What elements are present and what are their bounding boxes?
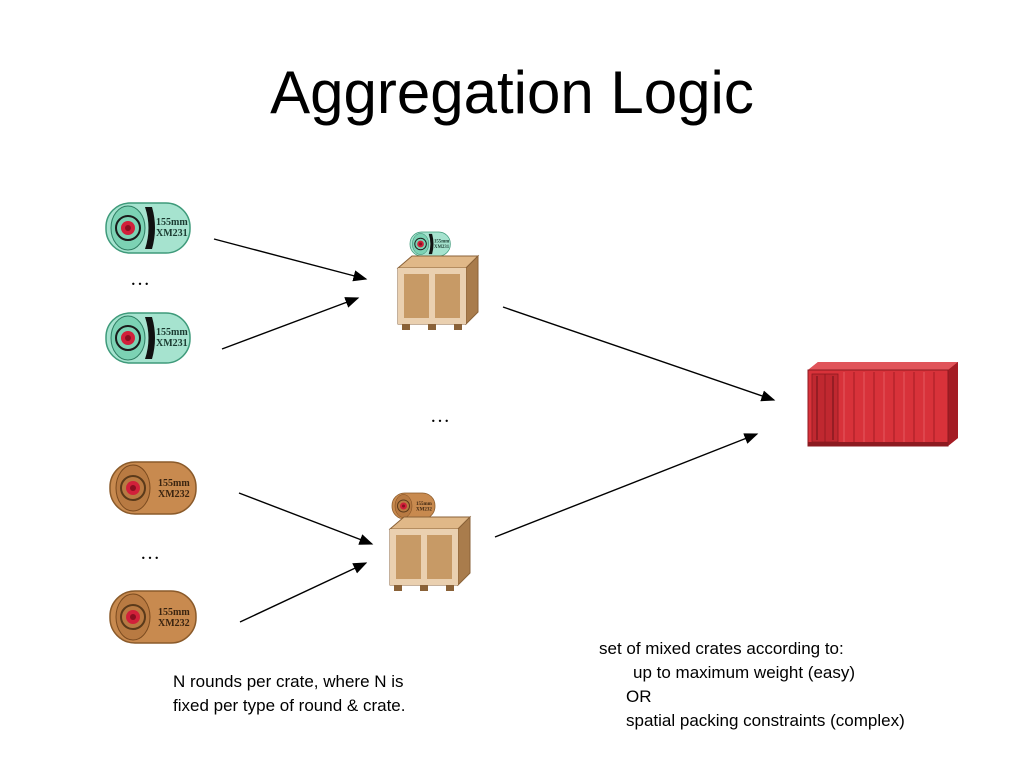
arrow-brown-bottom-to-crate bbox=[239, 562, 368, 623]
green-round-top-label-1: 155mm bbox=[156, 217, 188, 228]
green-round-bottom: 155mm XM231 bbox=[105, 312, 191, 364]
shipping-container bbox=[807, 362, 958, 447]
green-crate-round-icon: 155mm XM231 bbox=[409, 231, 451, 257]
arrow-brown-crate-to-container bbox=[494, 433, 759, 538]
green-round-top: 155mm XM231 bbox=[105, 202, 191, 254]
caption-right-line-2: up to maximum weight (easy) bbox=[633, 663, 856, 682]
green-round-bottom-label-2: XM231 bbox=[156, 338, 188, 349]
brown-round-bottom: 155mm XM232 bbox=[109, 590, 197, 644]
arrow-green-crate-to-container bbox=[502, 306, 776, 402]
slide-title: Aggregation Logic bbox=[270, 59, 754, 126]
ellipsis-crates: … bbox=[430, 405, 450, 427]
brown-crate-round-label-1: 155mm bbox=[416, 502, 433, 507]
brown-round-top-label-1: 155mm bbox=[158, 478, 190, 489]
caption-right: set of mixed crates according to: up to … bbox=[599, 637, 905, 733]
arrow-green-top-to-crate bbox=[213, 238, 368, 282]
caption-right-line-1: set of mixed crates according to: bbox=[599, 639, 844, 658]
caption-left-line-2: fixed per type of round & crate. bbox=[173, 696, 406, 715]
brown-crate: 155mm XM232 bbox=[389, 492, 471, 592]
green-crate: 155mm XM231 bbox=[397, 231, 479, 331]
brown-round-bottom-label-1: 155mm bbox=[158, 607, 190, 618]
caption-right-line-4: spatial packing constraints (complex) bbox=[626, 711, 905, 730]
ellipsis-green-rounds: … bbox=[130, 268, 150, 290]
arrow-green-bottom-to-crate bbox=[221, 297, 360, 350]
caption-left-line-1: N rounds per crate, where N is bbox=[173, 672, 404, 691]
green-round-top-label-2: XM231 bbox=[156, 228, 188, 239]
brown-round-top-label-2: XM232 bbox=[158, 489, 190, 500]
caption-right-line-3: OR bbox=[626, 687, 652, 706]
caption-left: N rounds per crate, where N is fixed per… bbox=[173, 670, 405, 718]
green-crate-round-label-2: XM231 bbox=[434, 245, 450, 250]
brown-round-top: 155mm XM232 bbox=[109, 461, 197, 515]
green-crate-round-label-1: 155mm bbox=[434, 240, 449, 245]
arrow-brown-top-to-crate bbox=[238, 492, 374, 545]
brown-round-bottom-label-2: XM232 bbox=[158, 618, 190, 629]
brown-crate-round-label-2: XM232 bbox=[416, 508, 432, 513]
ellipsis-brown-rounds: … bbox=[140, 542, 160, 564]
green-round-bottom-label-1: 155mm bbox=[156, 327, 188, 338]
brown-crate-round-icon: 155mm XM232 bbox=[391, 492, 436, 520]
